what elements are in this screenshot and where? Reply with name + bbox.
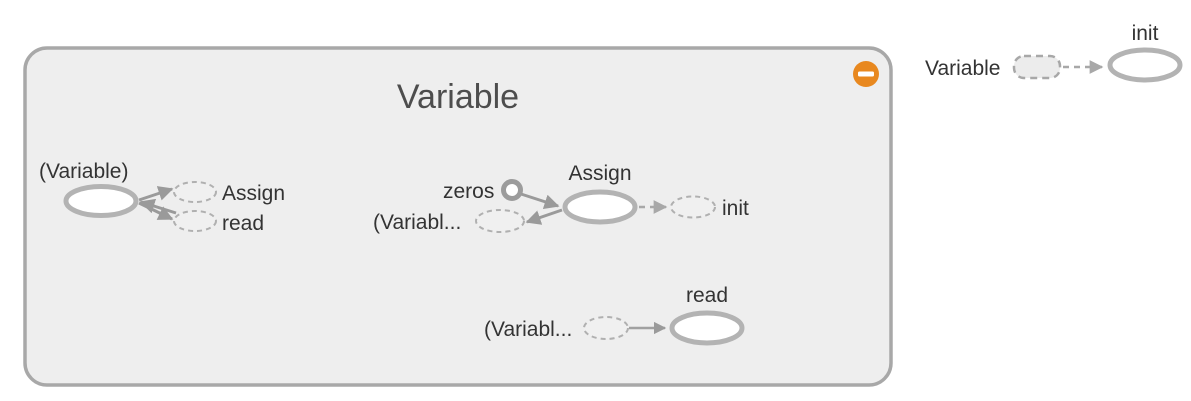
node-variable-annotation-mid[interactable] bbox=[475, 209, 525, 233]
variable-op-label: (Variable) bbox=[39, 160, 128, 183]
node-read-annotation[interactable] bbox=[173, 210, 217, 232]
edge-assign-to-variable-mid bbox=[525, 208, 563, 225]
group-container-variable[interactable] bbox=[23, 46, 893, 387]
node-variable-annotation-outside[interactable] bbox=[1012, 54, 1062, 80]
edge-variable-to-assign bbox=[138, 186, 174, 202]
assign-op-title: Assign bbox=[568, 162, 631, 185]
read-annotation-label: read bbox=[222, 212, 264, 235]
node-read-op[interactable] bbox=[669, 310, 745, 346]
read-op-title: read bbox=[686, 284, 728, 307]
node-assign-annotation[interactable] bbox=[173, 181, 217, 203]
group-title: Variable bbox=[397, 78, 519, 116]
node-variable-annotation-bottom[interactable] bbox=[583, 316, 629, 340]
init-op-title: init bbox=[1132, 22, 1159, 45]
edge-assign-to-variable bbox=[139, 198, 177, 215]
variable-trunc-mid-label: (Variabl... bbox=[373, 211, 461, 234]
node-assign-op[interactable] bbox=[562, 189, 638, 225]
init-annotation-label: init bbox=[722, 197, 749, 220]
node-init-annotation[interactable] bbox=[670, 195, 716, 219]
variable-trunc-bot-label: (Variabl... bbox=[484, 318, 572, 341]
minus-circle-icon[interactable] bbox=[853, 61, 879, 87]
edge-zeros-to-assign bbox=[520, 192, 560, 209]
variable-out-label: Variable bbox=[925, 57, 1001, 80]
node-zeros-op[interactable] bbox=[501, 179, 523, 201]
node-variable-op[interactable] bbox=[63, 184, 139, 218]
assign-annotation-label: Assign bbox=[222, 182, 285, 205]
zeros-label: zeros bbox=[443, 180, 494, 203]
node-init-op[interactable] bbox=[1107, 47, 1183, 83]
